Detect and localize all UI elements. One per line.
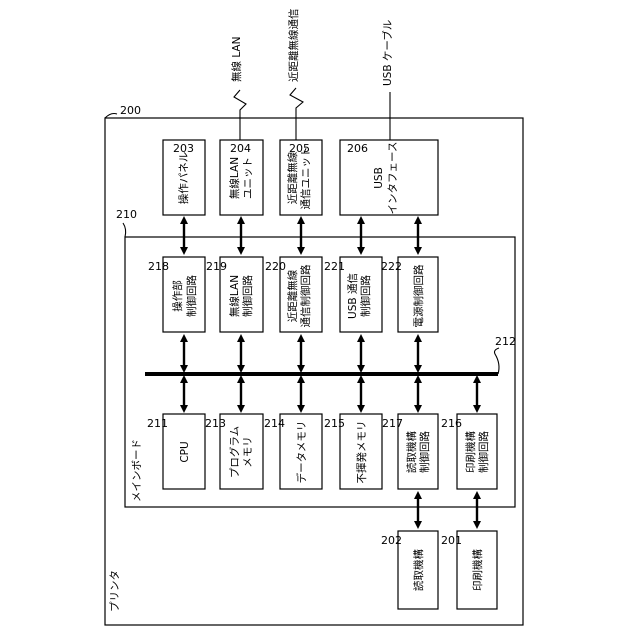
program-memory-label-1: プログラム <box>228 426 241 478</box>
block-nonvolatile-memory: 不揮発メモリ 215 <box>324 414 382 489</box>
wireless-lan-unit-ref: 204 <box>230 142 251 155</box>
nfc-controller-label-2: 通信制御回路 <box>299 264 312 327</box>
controller-usb: USB 通信 制御回路 221 <box>324 257 382 332</box>
usb-controller-ref: 221 <box>324 260 345 273</box>
wireless-lan-controller-ref: 219 <box>206 260 227 273</box>
data-memory-ref: 214 <box>264 417 285 430</box>
usb-cable-label: USB ケーブル <box>381 20 394 86</box>
wireless-lan-link <box>234 90 246 140</box>
reader-controller-label-2: 制御回路 <box>418 431 431 473</box>
program-memory-ref: 213 <box>205 417 226 430</box>
nfc-unit-label-2: 通信ユニット <box>300 147 312 210</box>
printing-mechanism-label: 印刷機構 <box>471 549 484 591</box>
printer-controller-ref: 216 <box>441 417 462 430</box>
power-controller-ref: 222 <box>381 260 402 273</box>
block-printer-controller: 印刷機構 制御回路 216 <box>441 414 497 489</box>
usb-interface-label-1: USB <box>373 167 385 189</box>
main-board-ref: 210 <box>116 208 137 221</box>
top-unit-wireless-lan: 無線LAN ユニット 204 <box>220 140 263 215</box>
operation-controller-label-2: 制御回路 <box>185 275 198 317</box>
block-data-memory: データメモリ 214 <box>264 414 322 489</box>
cpu-label: CPU <box>179 441 191 462</box>
reader-controller-ref: 217 <box>382 417 403 430</box>
controller-power: 電源制御回路 222 <box>381 257 438 332</box>
power-controller-label: 電源制御回路 <box>412 264 425 327</box>
controller-wireless-lan: 無線LAN 制御回路 219 <box>206 257 263 332</box>
wireless-lan-controller-label-1: 無線LAN <box>228 275 241 317</box>
controller-operation: 操作部 制御回路 218 <box>148 257 205 332</box>
printer-controller-label-2: 制御回路 <box>477 431 490 473</box>
usb-interface-label-2: インタフェース <box>387 142 399 215</box>
block-reader-controller: 読取機構 制御回路 217 <box>382 414 438 489</box>
printer-ref-leader <box>105 114 117 119</box>
operation-controller-label-1: 操作部 <box>171 280 184 312</box>
reading-mechanism-label: 読取機構 <box>412 549 425 591</box>
block-cpu: CPU 211 <box>147 414 205 489</box>
nonvolatile-memory-ref: 215 <box>324 417 345 430</box>
usb-controller-label-1: USB 通信 <box>347 273 359 319</box>
program-memory-label-2: メモリ <box>242 436 254 468</box>
usb-interface-ref: 206 <box>347 142 368 155</box>
bus-ref: 212 <box>495 335 516 348</box>
usb-controller-label-2: 制御回路 <box>359 275 372 317</box>
top-unit-usb-interface: USB インタフェース 206 <box>340 140 438 215</box>
mechanism-reading: 読取機構 202 <box>381 531 438 609</box>
printer-controller-label-1: 印刷機構 <box>464 431 477 473</box>
reading-mechanism-ref: 202 <box>381 534 402 547</box>
main-board-ref-leader <box>123 223 126 237</box>
top-unit-nfc: 近距離無線 通信ユニット 205 <box>280 140 322 215</box>
operation-controller-ref: 218 <box>148 260 169 273</box>
near-field-label: 近距離無線通信 <box>287 9 300 83</box>
near-field-link <box>290 88 303 140</box>
data-memory-label: データメモリ <box>295 421 308 484</box>
operation-panel-label: 操作パネル <box>177 152 190 205</box>
nfc-controller-label-1: 近距離無線 <box>286 269 299 322</box>
wireless-lan-label: 無線 LAN <box>230 37 243 82</box>
printer-ref: 200 <box>120 104 141 117</box>
printer-label: プリンタ <box>109 570 121 612</box>
block-program-memory: プログラム メモリ 213 <box>205 414 263 489</box>
wireless-lan-unit-label-2: ユニット <box>242 157 254 199</box>
operation-panel-ref: 203 <box>173 142 194 155</box>
main-board-label: メインボード <box>131 439 143 502</box>
printing-mechanism-ref: 201 <box>441 534 462 547</box>
mechanism-printing: 印刷機構 201 <box>441 531 497 609</box>
bus-ref-leader <box>495 348 500 374</box>
wireless-lan-unit-label-1: 無線LAN <box>228 157 241 199</box>
nfc-unit-label-1: 近距離無線 <box>286 151 299 204</box>
wireless-lan-controller-label-2: 制御回路 <box>241 275 254 317</box>
nonvolatile-memory-label: 不揮発メモリ <box>355 421 368 484</box>
cpu-ref: 211 <box>147 417 168 430</box>
nfc-controller-ref: 220 <box>265 260 286 273</box>
top-unit-operation-panel: 操作パネル 203 <box>163 140 205 215</box>
nfc-unit-ref: 205 <box>289 142 310 155</box>
controller-nfc: 近距離無線 通信制御回路 220 <box>265 257 322 332</box>
reader-controller-label-1: 読取機構 <box>405 431 418 473</box>
